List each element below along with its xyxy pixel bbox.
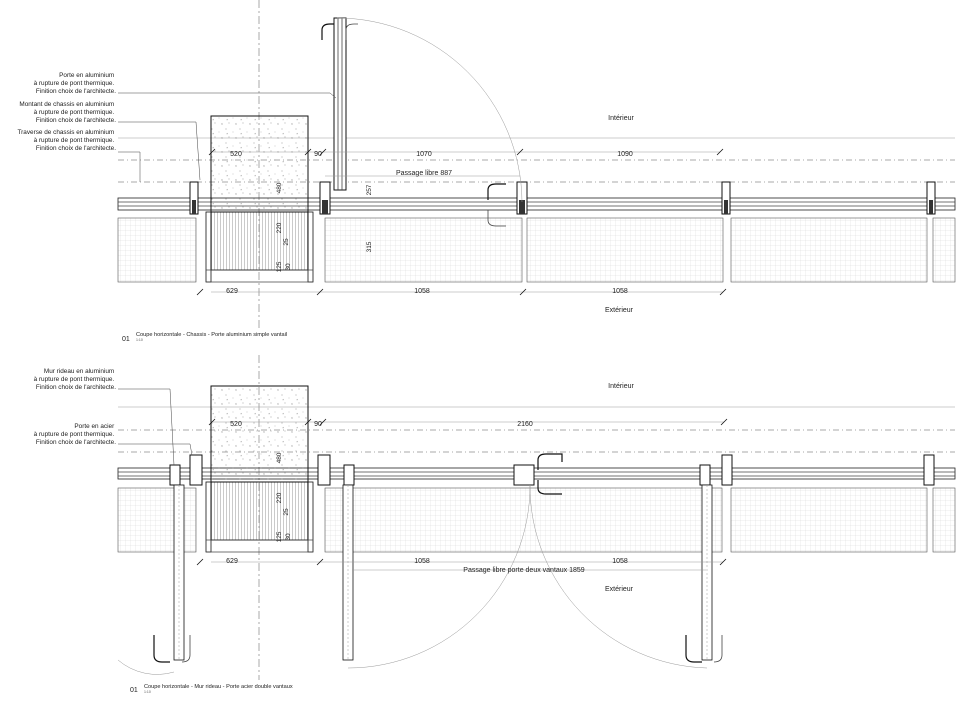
mullion-profile <box>317 454 355 486</box>
dim-bottom-left: 629 <box>226 288 238 295</box>
mullion-profile <box>923 454 935 486</box>
dim-30: 30 <box>285 533 292 541</box>
concrete-column <box>210 115 309 213</box>
door-swing-arc <box>336 17 523 203</box>
leader-curtain-wall <box>118 388 175 466</box>
dim-col-width: 520 <box>230 421 242 428</box>
mullion-profile <box>513 464 535 486</box>
dim-125: 125 <box>276 531 283 542</box>
dim-bottom-left: 629 <box>226 558 238 565</box>
dim-bottom-bay-2: 1058 <box>612 288 628 295</box>
mullion-profile <box>169 454 203 486</box>
door-leaf-right <box>529 484 723 669</box>
title-text: Coupe horizontale - Chassis - Porte alum… <box>136 332 287 338</box>
cladding-panel <box>526 217 724 283</box>
plan-1-single-door: Porte en aluminium à rupture de pont the… <box>17 0 956 343</box>
dim-bottom-bay-2: 1058 <box>612 558 628 565</box>
glazing-band <box>117 197 956 211</box>
insulation-block <box>210 481 309 541</box>
leader-steel-door <box>118 443 193 456</box>
dim-30: 30 <box>285 263 292 271</box>
cladding-panel <box>324 217 523 283</box>
glazing-band <box>117 467 956 480</box>
door-handle <box>487 183 506 200</box>
title-scale: 1:10 <box>136 338 143 342</box>
door-handle <box>537 480 562 495</box>
dim-bottom-bay-1: 1058 <box>414 558 430 565</box>
mullion-profile <box>699 454 733 486</box>
dim-col-width: 520 <box>230 151 242 158</box>
door-leaf-open <box>321 17 523 227</box>
dim-gap: 90 <box>314 151 322 158</box>
dim-wall-depth: 315 <box>366 241 373 252</box>
insulation-block <box>210 211 309 271</box>
dim-opening: 2160 <box>517 421 533 428</box>
leader-mullion <box>118 121 201 181</box>
label-steel-door: Porte en acier à rupture de pont thermiq… <box>34 423 117 446</box>
dim-gap: 90 <box>314 421 322 428</box>
door-swing-arc <box>347 484 531 669</box>
label-transom: Traverse de chassis en aluminium à ruptu… <box>17 129 116 152</box>
dim-bay-2: 1090 <box>617 151 633 158</box>
dim-clear-passage: Passage libre porte deux vantaux 1859 <box>463 567 585 574</box>
mullion-profile <box>189 181 199 215</box>
mullion-profile <box>319 181 331 215</box>
leader-transom <box>118 151 141 182</box>
dim-bottom-bay-1: 1058 <box>414 288 430 295</box>
door-handle <box>537 453 563 470</box>
title-number: 01 <box>122 336 130 343</box>
plan-2-double-door: Mur rideau en aluminium à rupture de pon… <box>34 355 956 694</box>
dim-col-depth: 480 <box>276 182 283 193</box>
leader-door <box>118 92 337 99</box>
cladding-panel <box>730 217 928 283</box>
door-swing-arc <box>529 484 708 669</box>
title-scale: 1:10 <box>144 690 151 694</box>
mullion-profile <box>926 181 936 215</box>
dim-col-depth: 480 <box>276 452 283 463</box>
dim-125: 125 <box>276 261 283 272</box>
cladding-panel <box>324 487 723 553</box>
zone-interior: Intérieur <box>608 383 634 390</box>
door-leaf-left <box>117 484 191 675</box>
mullion-profile <box>721 181 731 215</box>
dim-door-offset: 257 <box>366 184 373 195</box>
cladding-panel <box>932 487 956 553</box>
dim-220: 220 <box>276 492 283 503</box>
dim-clear-passage: Passage libre 887 <box>396 170 452 177</box>
cladding-panel <box>932 217 956 283</box>
cladding-panel <box>117 217 197 283</box>
door-leaf-center-left <box>342 484 531 669</box>
dim-25: 25 <box>283 238 290 246</box>
label-door: Porte en aluminium à rupture de pont the… <box>34 72 117 95</box>
zone-exterior: Extérieur <box>605 307 634 314</box>
dim-220: 220 <box>276 222 283 233</box>
cladding-panel <box>730 487 928 553</box>
label-mullion: Montant de chassis en aluminium à ruptur… <box>19 101 116 124</box>
concrete-column <box>210 385 309 483</box>
dim-25: 25 <box>283 508 290 516</box>
title-number: 01 <box>130 687 138 694</box>
label-curtain-wall: Mur rideau en aluminium à rupture de pon… <box>34 368 117 391</box>
zone-exterior: Extérieur <box>605 586 634 593</box>
zone-interior: Intérieur <box>608 115 634 122</box>
title-text: Coupe horizontale - Mur rideau - Porte a… <box>144 684 293 690</box>
dim-bay-1: 1070 <box>416 151 432 158</box>
